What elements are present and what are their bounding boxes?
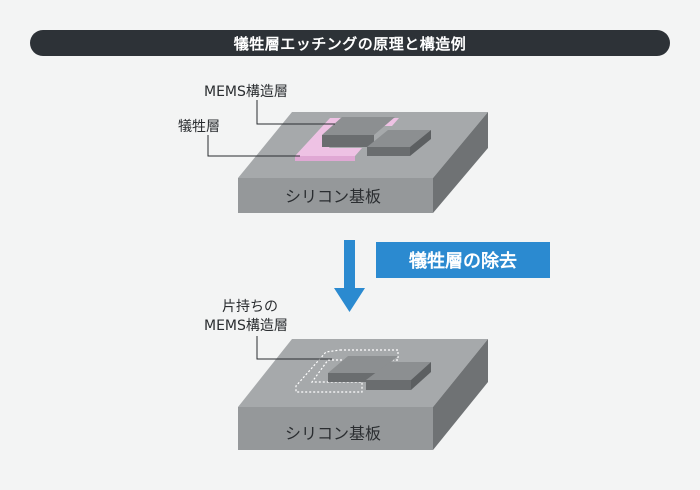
cantilever-lower-side [411, 362, 431, 390]
leader-line-sacrificial [207, 135, 300, 157]
removed-layer-outline [295, 349, 399, 393]
before-structure: MEMS構造層 犠牲層 シリコン基板 [178, 84, 488, 213]
cantilever-label-line1: 片持ちの [222, 299, 278, 315]
substrate-label-after: シリコン基板 [285, 424, 381, 443]
sacrificial-layer-front [295, 156, 355, 161]
cantilever-lower-top [366, 362, 431, 380]
title-banner: 犠牲層エッチングの原理と構造例 [30, 30, 670, 56]
arrow-head [334, 288, 365, 312]
mems-upper-top [322, 117, 395, 135]
substrate-label-before: シリコン基板 [285, 187, 381, 206]
process-step-label: 犠牲層の除去 [409, 251, 517, 272]
substrate-front-after [238, 407, 433, 450]
sacrificial-label: 犠牲層 [178, 118, 220, 135]
substrate-side-after [433, 339, 488, 450]
diagram-title: 犠牲層エッチングの原理と構造例 [233, 34, 467, 53]
mems-lower-side [410, 130, 431, 156]
process-arrow [334, 240, 365, 312]
mems-lower-top [367, 130, 431, 147]
substrate-side-before [433, 112, 488, 213]
substrate-front-before [238, 178, 433, 213]
cantilever-label-line2: MEMS構造層 [204, 318, 288, 334]
cantilever-upper-top [328, 356, 398, 373]
mems-label-before: MEMS構造層 [204, 84, 288, 100]
mems-lower-front [367, 147, 410, 156]
after-structure: 片持ちの MEMS構造層 シリコン基板 [204, 299, 488, 450]
mems-upper-front [322, 135, 374, 147]
arrow-shaft [344, 240, 355, 290]
sacrificial-layer-top [295, 118, 399, 156]
cantilever-lower-front [366, 380, 411, 390]
process-step-badge: 犠牲層の除去 [376, 242, 550, 278]
leader-line-mems-before [256, 100, 335, 125]
cantilever-upper-front [328, 373, 378, 382]
leader-line-cantilever [256, 336, 332, 360]
